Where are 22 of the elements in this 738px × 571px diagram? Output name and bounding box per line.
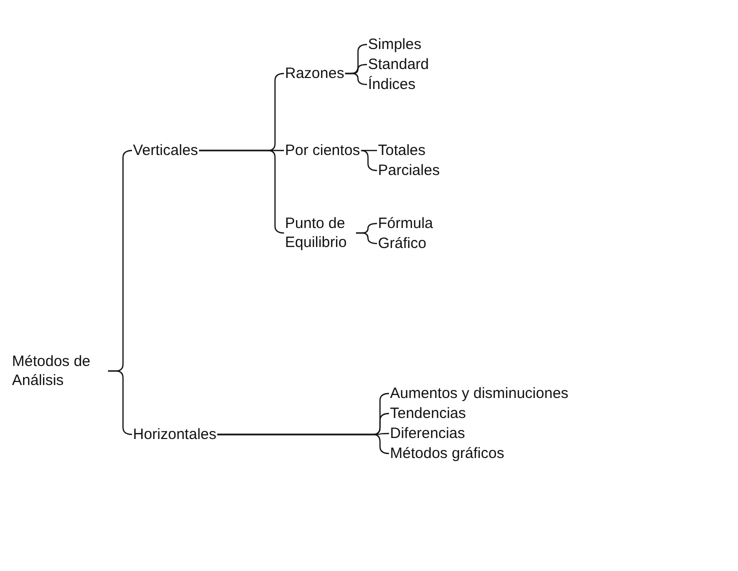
brace-connector — [217, 434, 390, 454]
node-text: Horizontales — [133, 425, 216, 444]
node-text: Tendencias — [390, 404, 466, 423]
node-text: Métodos gráficos — [390, 444, 504, 463]
brace-connector — [360, 150, 378, 172]
node-text: Métodos de Análisis — [12, 352, 107, 390]
node-text: Totales — [378, 141, 426, 160]
node-text: Parciales — [378, 161, 440, 180]
node-text: Por cientos — [285, 141, 360, 160]
node-text: Diferencias — [390, 424, 466, 443]
node-text: Verticales — [133, 141, 198, 160]
brace-connector — [356, 232, 378, 244]
node-text: Fórmula — [378, 214, 434, 233]
node-text: Razones — [285, 64, 344, 83]
node-text: Simples — [368, 35, 422, 54]
brace-connector — [345, 72, 368, 86]
node-text: Índices — [368, 75, 416, 94]
node-text: Standard — [368, 55, 429, 74]
brace-connector — [361, 150, 377, 152]
node-text: Punto de Equilibrio — [285, 214, 355, 252]
node-text: Gráfico — [378, 234, 426, 253]
node-text: Aumentos y disminuciones — [390, 384, 568, 403]
